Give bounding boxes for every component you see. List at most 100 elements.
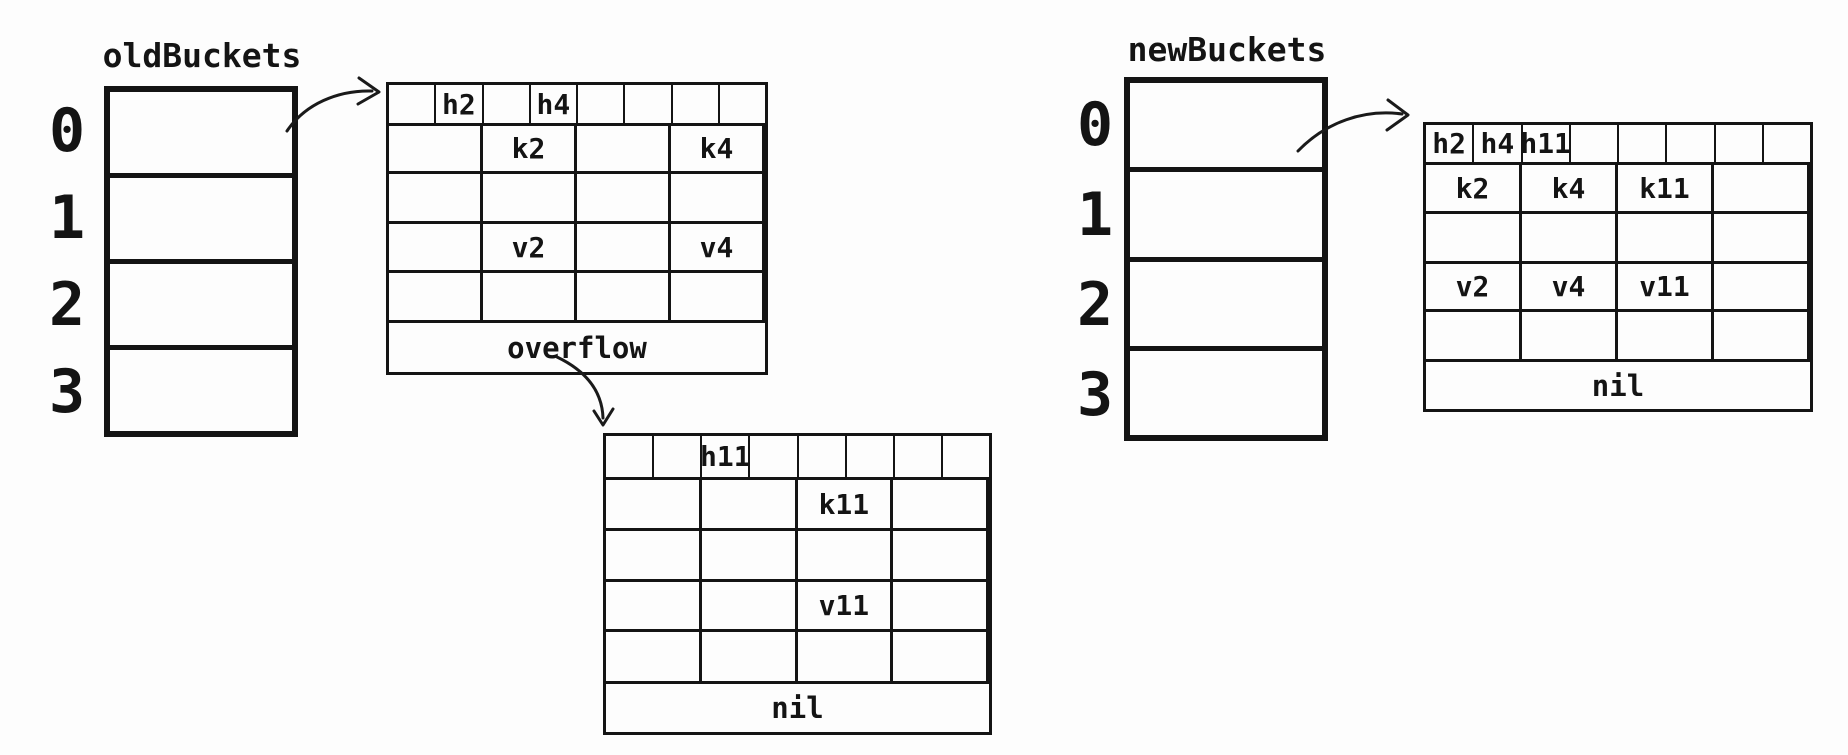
new-bucket-index-3: 3 (1076, 360, 1114, 430)
empty-cell (606, 531, 702, 579)
new-bucket-slot-2 (1130, 256, 1322, 346)
key-cell: k4 (671, 126, 765, 171)
empty-cell (483, 273, 577, 320)
empty-cell (1618, 214, 1714, 261)
empty-cell (1618, 312, 1714, 359)
value-row: v2 v4 (389, 224, 765, 273)
empty-row (1426, 214, 1810, 264)
hash-cell: h4 (531, 85, 578, 123)
new-bucket-slot-3 (1130, 345, 1322, 435)
new-buckets-array (1124, 77, 1328, 441)
empty-cell (483, 174, 577, 221)
hash-cell: h2 (1426, 125, 1475, 162)
empty-cell (671, 174, 765, 221)
new-bucket-index-1: 1 (1076, 180, 1114, 250)
old-buckets-index-column: 0 1 2 3 (36, 88, 98, 435)
hash-cell: h11 (1522, 125, 1571, 162)
value-cell (893, 582, 989, 629)
old-bucket-index-1: 1 (48, 183, 86, 254)
hash-cell (654, 436, 703, 477)
key-cell (893, 480, 989, 528)
hash-cell: h2 (436, 85, 484, 123)
hash-cell: h4 (1474, 125, 1523, 162)
key-cell: k2 (1426, 165, 1522, 211)
empty-row (606, 531, 989, 582)
new-bucket-slot-0 (1130, 83, 1322, 167)
value-row: v11 (606, 582, 989, 632)
value-cell: v11 (798, 582, 894, 629)
value-cell: v4 (1522, 264, 1618, 309)
old-bucket-index-2: 2 (48, 269, 86, 340)
overflow-pointer-cell: overflow (507, 330, 647, 365)
value-cell (1714, 264, 1810, 309)
empty-row (606, 632, 989, 684)
value-cell: v2 (483, 224, 577, 270)
key-row: k11 (606, 480, 989, 531)
key-cell: k4 (1522, 165, 1618, 211)
hash-cell (1571, 125, 1619, 162)
hash-cell (1619, 125, 1668, 162)
old-main-bucket-table: h2 h4 k2 k4 v2 v4 (386, 82, 768, 375)
empty-cell (389, 273, 483, 320)
empty-row (1426, 312, 1810, 362)
key-cell: k2 (483, 126, 577, 171)
hash-row: h2 h4 h11 (1426, 125, 1810, 165)
hash-cell (895, 436, 943, 477)
empty-cell (606, 632, 702, 681)
empty-cell (1714, 214, 1810, 261)
empty-cell (1426, 214, 1522, 261)
hash-cell (578, 85, 626, 123)
hash-cell (625, 85, 673, 123)
old-buckets-array (104, 86, 298, 437)
new-bucket-index-0: 0 (1076, 90, 1114, 160)
new-bucket-index-2: 2 (1076, 270, 1114, 340)
hash-cell (1716, 125, 1764, 162)
empty-row (389, 273, 765, 323)
value-cell (389, 224, 483, 270)
old-bucket-index-3: 3 (48, 356, 86, 427)
value-cell: v2 (1426, 264, 1522, 309)
old-bucket-index-0: 0 (48, 96, 86, 167)
hash-cell (673, 85, 720, 123)
key-cell (577, 126, 671, 171)
key-row: k2 k4 k11 (1426, 165, 1810, 214)
hash-cell (1764, 125, 1810, 162)
hash-cell (720, 85, 765, 123)
old-bucket-slot-0 (110, 92, 292, 173)
new-buckets-index-column: 0 1 2 3 (1064, 80, 1126, 440)
key-row: k2 k4 (389, 126, 765, 174)
hash-cell (943, 436, 989, 477)
hash-cell (1667, 125, 1716, 162)
empty-cell (702, 632, 798, 681)
empty-cell (1522, 312, 1618, 359)
old-bucket-slot-1 (110, 173, 292, 259)
empty-cell (577, 174, 671, 221)
empty-cell (702, 531, 798, 579)
empty-cell (1714, 312, 1810, 359)
empty-cell (893, 531, 989, 579)
hash-cell (484, 85, 531, 123)
hash-row: h11 (606, 436, 989, 480)
key-cell (389, 126, 483, 171)
hash-cell: h11 (702, 436, 751, 477)
empty-cell (1522, 214, 1618, 261)
key-cell (702, 480, 798, 528)
value-cell (702, 582, 798, 629)
empty-cell (577, 273, 671, 320)
value-cell: v11 (1618, 264, 1714, 309)
empty-cell (798, 531, 894, 579)
arrow-oldbucket0-to-bucket (285, 76, 381, 133)
empty-cell (389, 174, 483, 221)
key-cell (1714, 165, 1810, 211)
value-cell (606, 582, 702, 629)
old-bucket-slot-2 (110, 259, 292, 345)
overflow-bucket-table: h11 k11 v11 (603, 433, 992, 735)
key-cell: k11 (798, 480, 894, 528)
key-cell: k11 (1618, 165, 1714, 211)
old-buckets-title: oldBuckets (102, 36, 302, 75)
empty-cell (798, 632, 894, 681)
hash-cell (847, 436, 895, 477)
hash-cell (799, 436, 847, 477)
old-bucket-slot-3 (110, 345, 292, 431)
